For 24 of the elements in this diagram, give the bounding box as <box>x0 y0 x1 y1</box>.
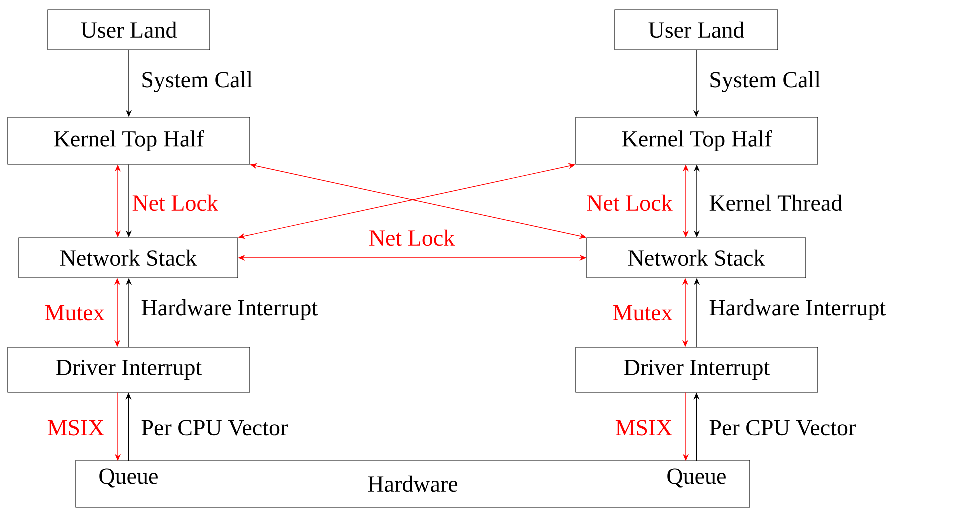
edge-label: Kernel Thread <box>708 194 844 212</box>
edge-label: System Call <box>140 70 254 94</box>
edge-label: System Call <box>708 70 822 94</box>
edge-label: Per CPU Vector <box>708 419 858 437</box>
process-box: Driver Interrupt <box>576 347 818 393</box>
process-box: Network Stack <box>586 238 806 278</box>
queue-text: Queue <box>100 468 158 488</box>
process-box: Kernel Top Half <box>8 117 250 165</box>
edge-label: Net Lock <box>131 194 220 212</box>
edge-label: Mutex <box>44 304 106 322</box>
edge-label: Hardware Interrupt <box>140 298 320 322</box>
process-box: Network Stack <box>18 238 238 278</box>
edge-label: Net Lock <box>368 228 456 248</box>
process-box: User Land <box>614 10 778 50</box>
process-box: Driver Interrupt <box>8 347 250 393</box>
edge-label: Net Lock <box>586 194 674 212</box>
edge-label: Per CPU Vector <box>140 419 290 437</box>
process-box: User Land <box>48 10 210 50</box>
edge-label: MSIX <box>46 419 106 437</box>
edge-label: MSIX <box>614 419 674 437</box>
process-box: Kernel Top Half <box>576 117 818 165</box>
edge-label: Hardware Interrupt <box>708 298 888 322</box>
edge-label: Mutex <box>612 304 674 322</box>
queue-text: Queue <box>668 468 726 488</box>
